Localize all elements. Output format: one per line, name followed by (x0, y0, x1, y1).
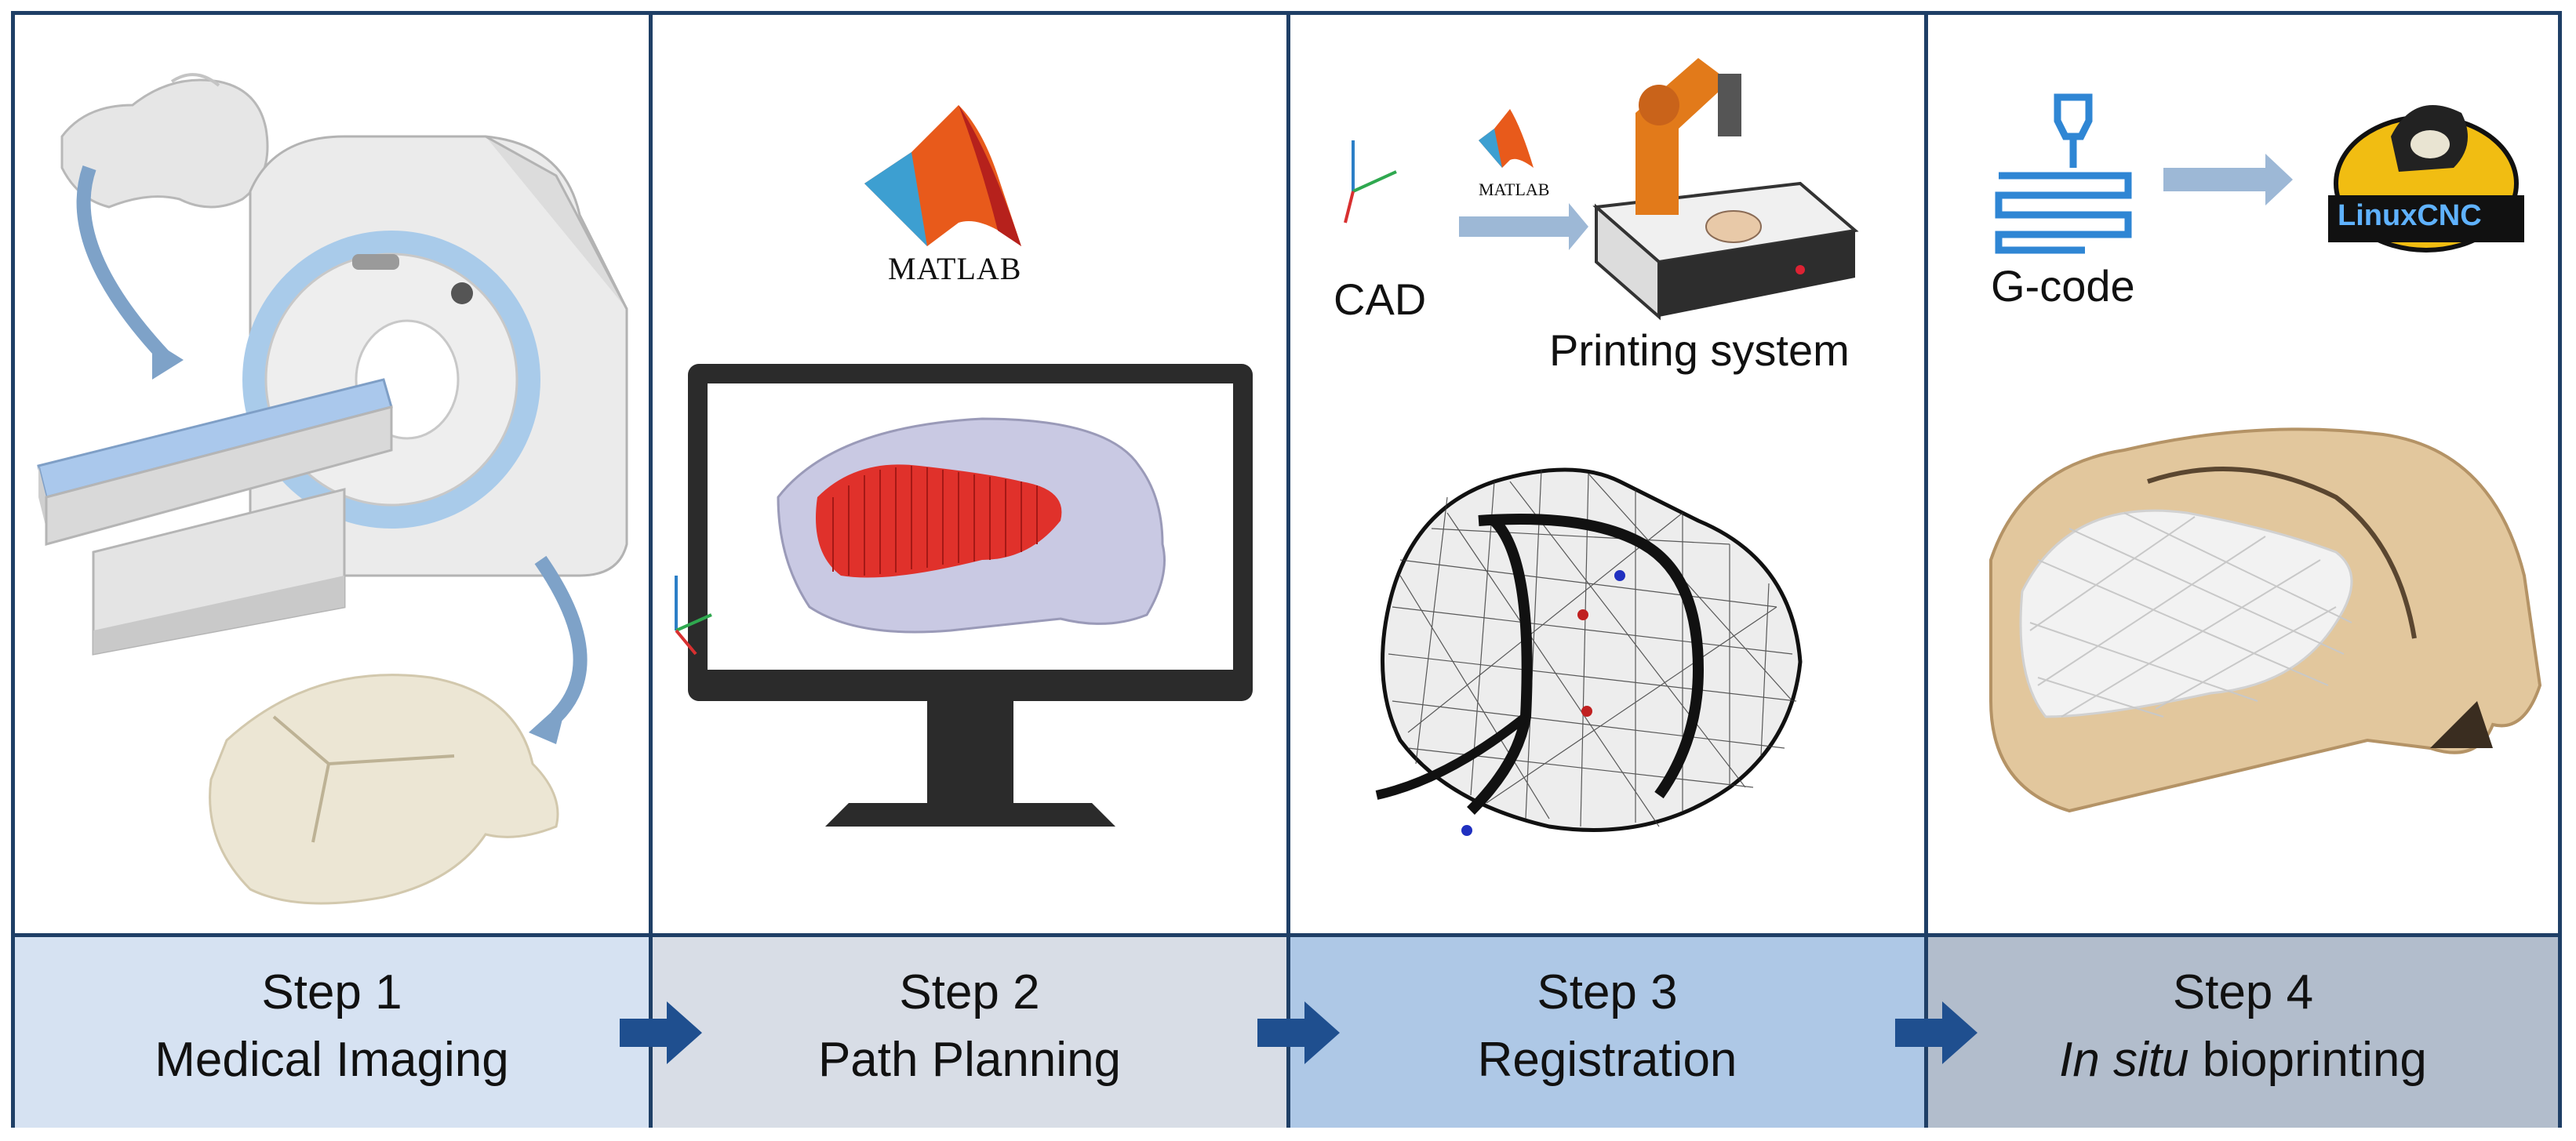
xyz-axes-icon (1344, 140, 1397, 223)
step-3-title: Registration (1477, 1033, 1737, 1087)
step-3-box: Step 3 Registration (1290, 933, 1924, 1128)
matlab-logo-icon (1479, 109, 1534, 168)
patient-head-icon (60, 73, 269, 380)
step-1-title: Medical Imaging (155, 1033, 509, 1087)
matlab-logo-text: MATLAB (888, 251, 1022, 286)
skull-path-icon (777, 417, 1166, 634)
matlab-small-label: MATLAB (1479, 180, 1550, 199)
flow-arrow-icon (1257, 1001, 1340, 1064)
step-4-number: Step 4 (2172, 965, 2314, 1019)
panel-bioprinting: G-code LinuxCNC (1928, 11, 2558, 933)
divider-1 (649, 11, 653, 1128)
divider-2 (1286, 11, 1290, 1128)
panel-medical-imaging (15, 11, 649, 933)
step-2-box: Step 2 Path Planning (653, 933, 1286, 1128)
mri-scanner-icon (37, 135, 628, 656)
robot-printer-icon (1592, 58, 1859, 321)
mesh-skull-icon (1375, 467, 1803, 836)
printed-skull-icon (1989, 427, 2542, 813)
step-4-title-rest: bioprinting (2189, 1033, 2427, 1087)
step-2-number: Step 2 (899, 965, 1040, 1019)
linuxcnc-logo-icon (2328, 105, 2524, 253)
step-1-number: Step 1 (261, 965, 402, 1019)
matlab-logo-icon (864, 105, 1021, 246)
printing-system-label: Printing system (1549, 325, 1850, 375)
gcode-label: G-code (1991, 261, 2135, 311)
step-2-title: Path Planning (817, 1033, 1122, 1087)
divider-3 (1924, 11, 1928, 1128)
cad-label: CAD (1333, 274, 1427, 324)
linuxcnc-label: LinuxCNC (2338, 199, 2482, 232)
panel-registration: CAD MATLAB Printing system (1290, 11, 1924, 933)
step-4-title: In situ bioprinting (1928, 1027, 2558, 1094)
flow-arrow-icon (620, 1001, 702, 1064)
panel-path-planning: MATLAB (653, 11, 1286, 933)
nozzle-toolpath-icon (1995, 93, 2132, 254)
skull-model-icon (209, 674, 559, 905)
flow-arrow-icon (1895, 1001, 1977, 1064)
step-1-box: Step 1 Medical Imaging (15, 933, 649, 1128)
step-3-number: Step 3 (1537, 965, 1678, 1019)
step-4-box: Step 4 In situ bioprinting (1928, 933, 2558, 1128)
xyz-axes-icon (675, 576, 712, 656)
step-4-title-italic: In situ (2059, 1033, 2189, 1087)
